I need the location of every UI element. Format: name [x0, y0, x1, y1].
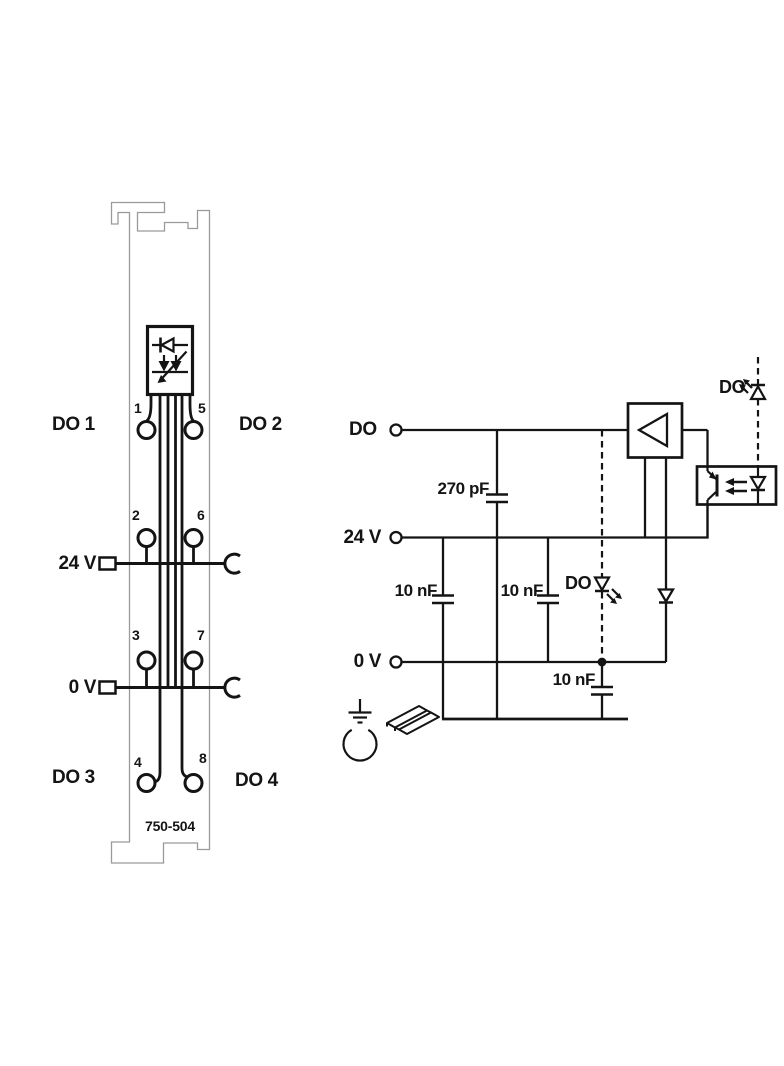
- terminal-1-number: 1: [134, 400, 142, 416]
- label-cap-270pf: 270 pF: [437, 479, 490, 498]
- led-indicator-box-icon: [145, 324, 195, 397]
- terminal-4-number: 4: [134, 754, 142, 770]
- terminal-6-circle: [183, 528, 204, 548]
- junction-dot: [597, 657, 607, 667]
- terminal-4-circle: [136, 773, 157, 793]
- power-jumper-24v: [98, 552, 241, 575]
- part-number: 750-504: [145, 818, 195, 834]
- terminal-2-number: 2: [132, 507, 140, 523]
- status-led-branch: [593, 430, 622, 667]
- power-jumper-socket-icon: [223, 676, 241, 699]
- label-do3: DO 3: [52, 767, 95, 788]
- driver-box: [626, 402, 709, 662]
- optocoupler-icon: [695, 465, 778, 538]
- schematic-terminals: [389, 423, 403, 669]
- v0-terminal-circle: [389, 655, 403, 669]
- power-jumper-0v: [98, 676, 241, 699]
- terminal-8-circle: [183, 773, 204, 793]
- v24-terminal-circle: [389, 530, 403, 545]
- label-cap-10nf-left: 10 nF: [394, 581, 438, 600]
- do-terminal-circle: [389, 423, 403, 437]
- power-jumper-contact-icon: [98, 680, 117, 695]
- led-icon: [749, 384, 767, 401]
- label-schematic-0v: 0 V: [353, 651, 382, 672]
- module-wires: [145, 394, 195, 784]
- amplifier-triangle-icon: [636, 412, 669, 448]
- label-schematic-24v: 24 V: [343, 527, 382, 548]
- terminal-7-circle: [183, 650, 204, 671]
- bus-led-branch: [739, 357, 767, 467]
- terminal-1-circle: [136, 420, 157, 440]
- power-jumper-socket-icon: [223, 552, 241, 575]
- label-do4: DO 4: [235, 770, 278, 791]
- terminal-7-number: 7: [197, 627, 205, 643]
- terminal-contacts: [136, 420, 204, 793]
- earth-ground-icon: [342, 699, 378, 762]
- led-icon: [593, 576, 611, 593]
- power-jumper-contact-icon: [98, 556, 117, 571]
- label-cap-10nf-bottom: 10 nF: [552, 670, 596, 689]
- module-outline: [110, 201, 211, 864]
- label-cap-10nf-mid: 10 nF: [500, 581, 544, 600]
- terminal-3-number: 3: [132, 627, 140, 643]
- terminal-5-circle: [183, 420, 204, 440]
- label-do2: DO 2: [239, 414, 282, 435]
- label-module-0v: 0 V: [68, 677, 97, 698]
- label-status-led: DO: [565, 573, 592, 593]
- terminal-6-number: 6: [197, 507, 205, 523]
- terminal-8-number: 8: [199, 750, 207, 766]
- terminal-3-circle: [136, 650, 157, 671]
- label-schematic-do: DO: [349, 419, 377, 440]
- label-do1: DO 1: [52, 414, 95, 435]
- label-module-24v: 24 V: [58, 553, 97, 574]
- din-rail-icon: [386, 705, 440, 735]
- terminal-5-number: 5: [198, 400, 206, 416]
- diode-icon: [656, 588, 676, 604]
- label-bus-led: DO: [719, 377, 746, 397]
- diode-icon: [749, 475, 767, 492]
- terminal-2-circle: [136, 528, 157, 548]
